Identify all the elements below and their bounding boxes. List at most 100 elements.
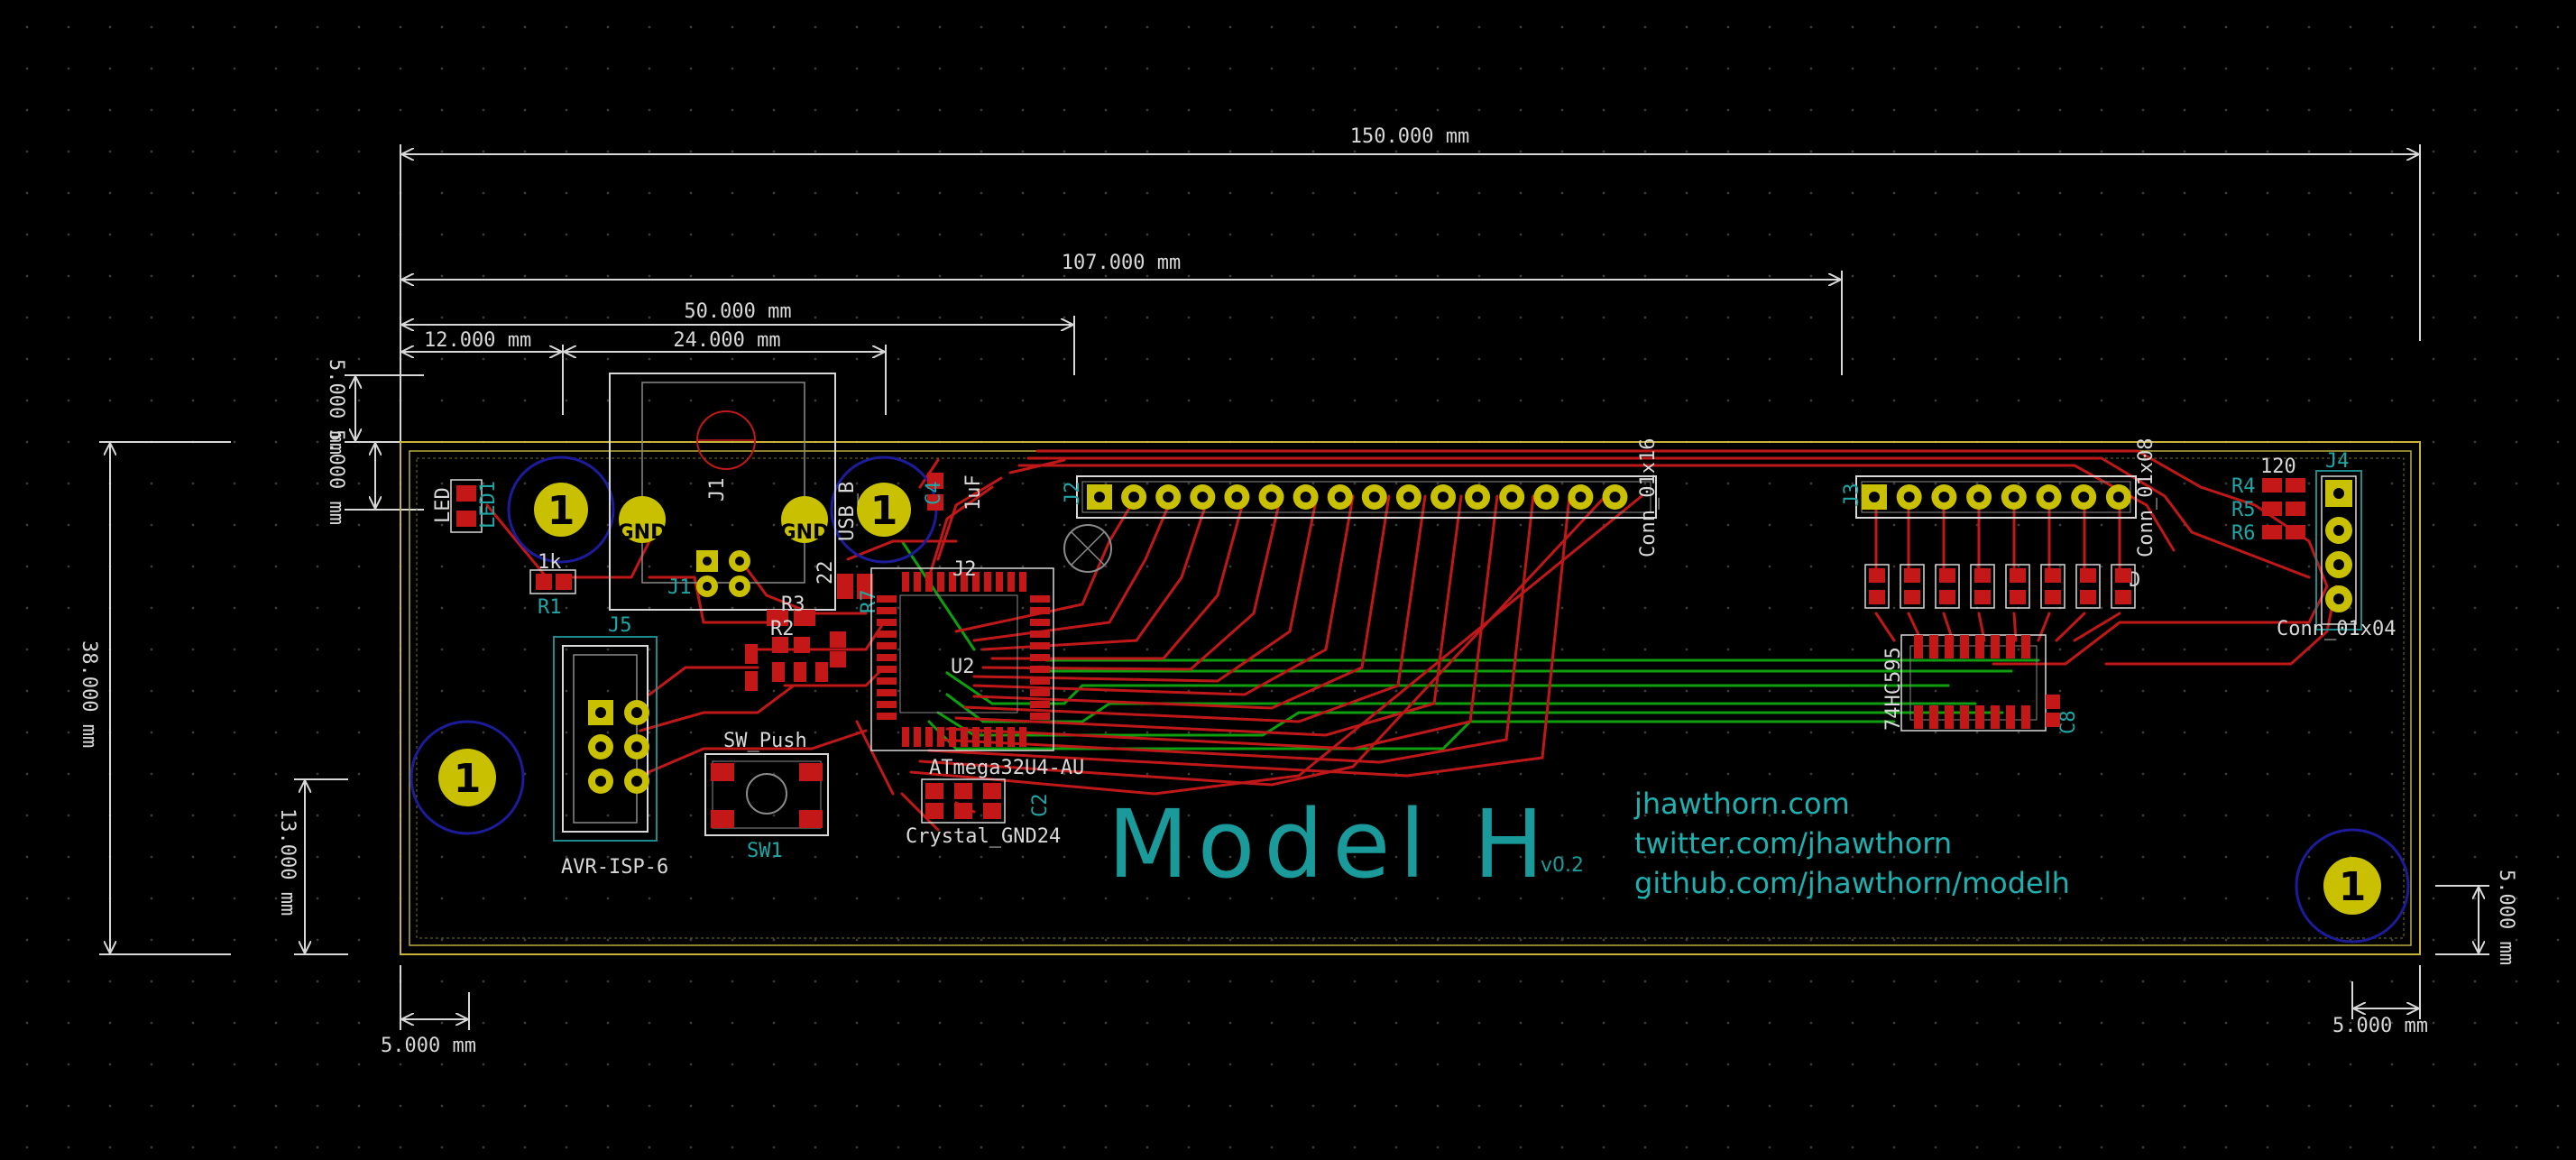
resistor-pad	[1904, 590, 1920, 604]
sw-push-label: SW_Push	[723, 730, 807, 752]
qfp-pad	[996, 572, 1003, 592]
dim-5-br: 5.000 mm	[2332, 1015, 2428, 1037]
pin-hole	[1300, 492, 1311, 502]
dim-38: 38.000 mm	[78, 640, 100, 748]
qfp-pad	[877, 607, 897, 614]
sw1-ref: SW1	[747, 840, 783, 862]
dim-150: 150.000 mm	[1350, 125, 1469, 148]
led-footprint: LED LED1	[432, 479, 500, 533]
c4-value: 1uF	[962, 474, 985, 511]
svg-text:1: 1	[2339, 864, 2367, 910]
crystal-footprint: Crystal_GND24 C2	[906, 778, 1061, 848]
resistor-pad	[2045, 568, 2061, 583]
qfp-pad	[914, 727, 921, 747]
qfp-pad	[972, 727, 980, 747]
resistor-outline	[1970, 564, 1995, 609]
resistor-pad	[1939, 568, 1955, 583]
qfp-pad	[961, 572, 968, 592]
qfp-pad	[1007, 727, 1015, 747]
resistor-outline	[2040, 564, 2065, 609]
dim-50: 50.000 mm	[684, 300, 791, 323]
pin-hole	[1506, 492, 1518, 502]
r5-ref: R5	[2231, 499, 2256, 521]
resistor-pad	[1974, 590, 1991, 604]
resistor-pad	[2115, 590, 2131, 604]
pin-hole	[1334, 492, 1346, 502]
qfp-pad	[1030, 642, 1050, 649]
j5-ref: J5	[608, 614, 632, 637]
soic-pad	[2021, 635, 2030, 658]
j2-pins	[1087, 484, 1628, 510]
qfp-pad	[877, 595, 897, 603]
link-site: jhawthorn.com	[1633, 787, 1850, 821]
u2-labels: J2 U2 ATmega32U4-AU	[929, 558, 1084, 779]
qfp-pad	[1030, 666, 1050, 673]
soic-pad	[1991, 635, 2000, 658]
pin-hole	[1609, 492, 1621, 502]
soic-pad	[1945, 705, 1954, 729]
r2-ref: R2	[770, 618, 795, 640]
c2-ref: C2	[1029, 794, 1052, 818]
resistor-outline	[2111, 564, 2136, 609]
qfp-pad	[877, 666, 897, 673]
qfp-pad	[1030, 607, 1050, 614]
qfp-pad	[1030, 631, 1050, 638]
u1-labels: 74HC595 C8	[1882, 647, 2080, 734]
j4-ref: J4	[2325, 450, 2350, 473]
resistor-pad	[2115, 568, 2131, 583]
qfp-pad	[1030, 713, 1050, 720]
dim-5-top-b: 5.000 mm	[325, 429, 347, 525]
j5-isp-header: J5 AVR-ISP-6	[553, 614, 668, 879]
pin-hole	[1472, 492, 1484, 502]
qfp-pad	[961, 727, 968, 747]
u2-footprint	[870, 567, 1054, 751]
pin-hole	[2043, 492, 2055, 502]
dim-24: 24.000 mm	[673, 329, 780, 352]
pin-hole	[2078, 492, 2090, 502]
soic-pad	[2006, 635, 2015, 658]
dim-107: 107.000 mm	[1062, 252, 1181, 274]
sw1-footprint: SW_Push SW1	[704, 730, 829, 862]
qfp-pad	[877, 713, 897, 720]
j4-value: Conn_01x04	[2277, 618, 2396, 640]
branding: Model H v0.2 jhawthorn.com twitter.com/j…	[1108, 787, 2070, 900]
j3-ref: J3	[1841, 483, 1863, 508]
resistor-pad	[2080, 590, 2096, 604]
r22-label: 22	[814, 561, 837, 585]
gnd-a-label: GND	[618, 521, 667, 544]
qfp-pad	[877, 619, 897, 626]
usb-connector: GND GND J1 USB_B J1	[609, 373, 859, 611]
j2-ref: J2	[1062, 482, 1084, 506]
gnd-b-label: GND	[780, 521, 830, 544]
pin-hole	[1403, 492, 1414, 502]
resistor-pad	[1974, 568, 1991, 583]
u1-footprint	[1900, 634, 2047, 732]
pin-hole	[1541, 492, 1552, 502]
qfp-pad	[1030, 595, 1050, 603]
r120-label: 120	[2260, 456, 2296, 478]
qfp-pad	[925, 727, 933, 747]
j1-ref-2: J1	[667, 576, 692, 599]
soic-pad	[1929, 705, 1938, 729]
qfp-pad	[1007, 572, 1015, 592]
u2-ref: U2	[951, 656, 975, 678]
crystal-label: Crystal_GND24	[906, 825, 1061, 848]
r6-ref: R6	[2231, 522, 2256, 545]
svg-text:1: 1	[870, 488, 898, 534]
pin-hole	[2008, 492, 2019, 502]
resistor-pad	[2045, 590, 2061, 604]
pin-hole	[1903, 492, 1915, 502]
pin-hole	[1265, 492, 1277, 502]
dim-13: 13.000 mm	[276, 808, 299, 916]
mounting-hole-4: 1	[2295, 828, 2410, 944]
resistor-outline	[1864, 564, 1890, 609]
qfp-pad	[877, 677, 897, 685]
pin-hole	[1231, 492, 1243, 502]
qfp-pad	[877, 701, 897, 708]
pin-hole	[1575, 492, 1587, 502]
svg-text:1: 1	[547, 488, 575, 534]
qfp-pad	[914, 572, 921, 592]
qfp-pad	[1019, 727, 1026, 747]
